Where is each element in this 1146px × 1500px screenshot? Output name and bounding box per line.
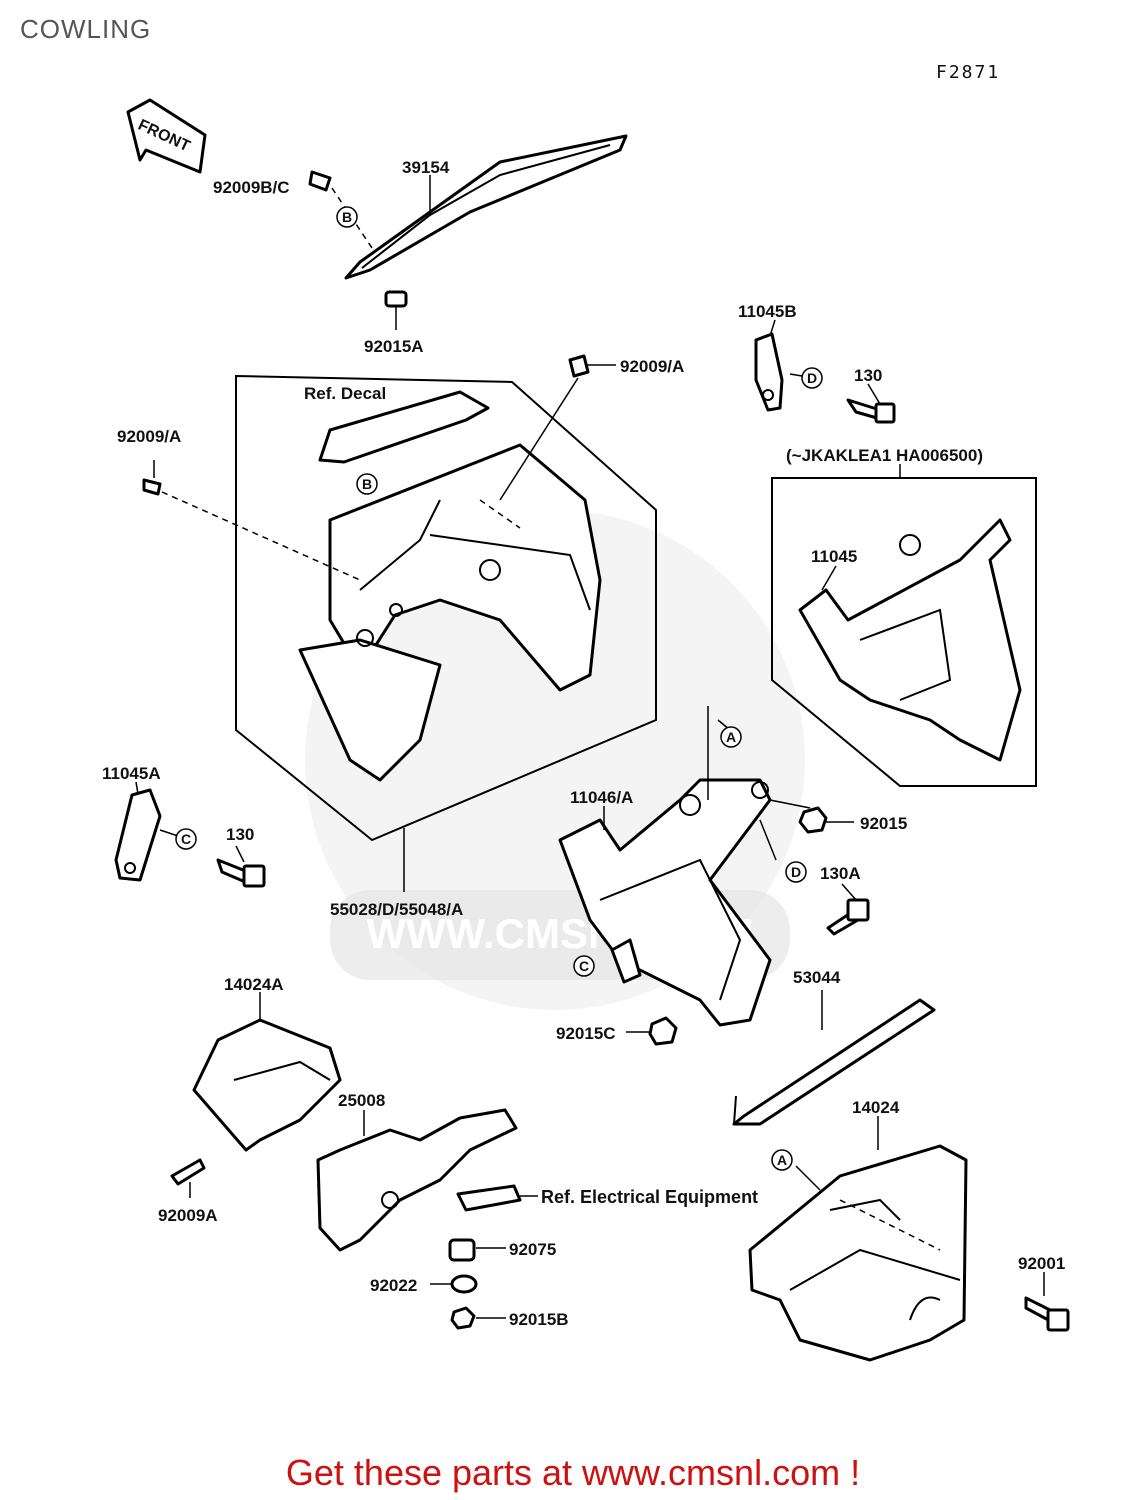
bolt-92009a-left-icon (142, 460, 361, 581)
label-130a: 130A (820, 864, 861, 883)
label-130-left: 130 (226, 825, 254, 844)
svg-text:D: D (791, 864, 801, 880)
serial-variant-box (771, 464, 1037, 787)
bracket-25008-part (316, 1108, 538, 1252)
label-serial-note: (~JKAKLEA1 HA006500) (786, 446, 983, 465)
ref-circle-c1: C (175, 828, 197, 850)
bolt-92009a-bottom-icon (170, 1158, 206, 1198)
ref-circle-b1: B (336, 206, 358, 228)
ref-circle-a2: A (771, 1149, 793, 1171)
label-130-right: 130 (854, 366, 882, 385)
label-55028: 55028/D/55048/A (330, 900, 463, 919)
bolt-92001-icon (1024, 1272, 1070, 1332)
label-11046a: 11046/A (570, 788, 633, 807)
label-ref-electrical: Ref. Electrical Equipment (541, 1187, 758, 1207)
cover-14024a-part (192, 992, 342, 1152)
footer-cta-link[interactable]: Get these parts at www.cmsnl.com ! (285, 1452, 861, 1493)
label-39154: 39154 (402, 158, 450, 177)
label-53044: 53044 (793, 968, 841, 987)
label-11045b: 11045B (738, 302, 797, 321)
washer-92022-icon (430, 1274, 478, 1294)
cowling-assembly-outline (235, 374, 657, 892)
bar-53044-part (732, 990, 936, 1126)
bracket-11046a-part (558, 706, 777, 1027)
label-92009a-bottom: 92009A (158, 1206, 218, 1225)
ref-circle-d2: D (785, 861, 807, 883)
label-92015a: 92015A (364, 337, 424, 356)
svg-text:C: C (181, 831, 191, 847)
label-14024: 14024 (852, 1098, 900, 1117)
front-arrow-icon: FRONT (126, 98, 207, 174)
label-92075: 92075 (509, 1240, 556, 1259)
label-11045a: 11045A (102, 764, 161, 783)
label-25008: 25008 (338, 1091, 385, 1110)
label-14024a: 14024A (224, 975, 284, 994)
page-title: COWLING (20, 14, 152, 44)
cover-14024-part (748, 1116, 968, 1362)
label-92015b: 92015B (509, 1310, 569, 1329)
label-92009a-left: 92009/A (117, 427, 181, 446)
grommet-92015a-icon (384, 290, 408, 330)
bolt-92009a-top-icon (499, 354, 616, 501)
svg-text:C: C (579, 958, 589, 974)
bolt-130a-icon (826, 883, 870, 936)
label-92001: 92001 (1018, 1254, 1065, 1273)
ref-circle-a1: A (720, 726, 742, 748)
label-92015: 92015 (860, 814, 907, 833)
svg-text:D: D (807, 370, 817, 386)
label-11045: 11045 (811, 547, 857, 566)
figure-code: F2871 (936, 62, 1001, 83)
nut-92015-icon (769, 799, 854, 834)
label-92015c: 92015C (556, 1024, 616, 1043)
label-92022: 92022 (370, 1276, 417, 1295)
svg-text:A: A (726, 729, 736, 745)
svg-text:A: A (777, 1152, 787, 1168)
svg-text:B: B (342, 209, 352, 225)
ref-circle-c2: C (573, 955, 595, 977)
bracket-11045a-part (114, 781, 179, 882)
windshield-part (344, 134, 628, 280)
grommet-92075-icon (448, 1238, 506, 1262)
bolt-130-left-icon (216, 845, 266, 888)
bracket-11045b-part (754, 319, 803, 412)
ref-circle-d1: D (801, 367, 823, 389)
label-ref-decal: Ref. Decal (304, 384, 386, 403)
label-92009bc: 92009B/C (213, 178, 290, 197)
svg-text:B: B (362, 476, 372, 492)
nut-92015b-icon (450, 1306, 506, 1330)
nut-92015c-icon (626, 1016, 678, 1046)
upper-cowling-part (298, 390, 602, 782)
ref-circle-b2: B (356, 473, 378, 495)
bolt-130-right-icon (846, 383, 896, 424)
label-92009a-top: 92009/A (620, 357, 684, 376)
